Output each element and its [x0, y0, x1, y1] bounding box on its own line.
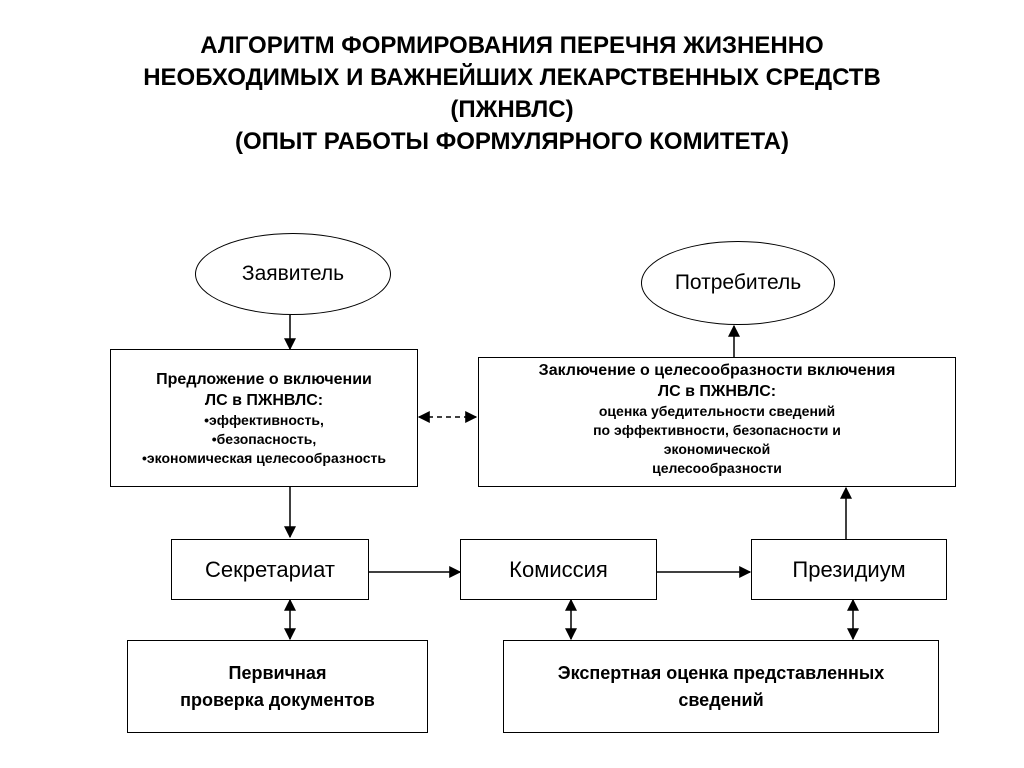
applicant-label: Заявитель — [241, 262, 345, 285]
consumer-node: Потребитель — [641, 241, 835, 325]
conclusion-line-3: оценка убедительности сведений — [598, 403, 836, 419]
expert-review-line-2: сведений — [678, 689, 764, 710]
conclusion-line-5: экономической — [663, 441, 771, 457]
primary-check-box: Первичная проверка документов — [127, 640, 428, 733]
proposal-line-2: ЛС в ПЖНВЛС: — [204, 391, 324, 409]
consumer-label: Потребитель — [674, 271, 802, 294]
conclusion-line-2: ЛС в ПЖНВЛС: — [657, 383, 777, 400]
secretariat-box: Секретариат — [171, 539, 369, 600]
presidium-label: Президиум — [792, 556, 906, 582]
proposal-line-4: •безопасность, — [211, 430, 317, 447]
conclusion-line-1: Заключение о целесообразности включения — [538, 362, 896, 379]
expert-review-line-1: Экспертная оценка представленных — [557, 662, 885, 683]
primary-check-line-2: проверка документов — [180, 689, 375, 710]
expert-review-box: Экспертная оценка представленных сведени… — [503, 640, 939, 733]
presidium-box: Президиум — [751, 539, 947, 600]
proposal-line-3: •эффективность, — [204, 411, 324, 428]
conclusion-line-4: по эффективности, безопасности и — [593, 422, 841, 438]
commission-box: Комиссия — [460, 539, 657, 600]
proposal-box: Предложение о включении ЛС в ПЖНВЛС: •эф… — [110, 349, 418, 487]
applicant-node: Заявитель — [195, 233, 391, 315]
title-line-3: (ПЖНВЛС) — [450, 96, 574, 123]
commission-label: Комиссия — [509, 556, 608, 582]
secretariat-label: Секретариат — [205, 556, 335, 582]
primary-check-line-1: Первичная — [228, 662, 327, 683]
conclusion-box: Заключение о целесообразности включения … — [478, 357, 956, 487]
title-line-4: (ОПЫТ РАБОТЫ ФОРМУЛЯРНОГО КОМИТЕТА) — [235, 128, 789, 155]
title-line-2: НЕОБХОДИМЫХ И ВАЖНЕЙШИХ ЛЕКАРСТВЕННЫХ СР… — [143, 64, 881, 91]
proposal-line-1: Предложение о включении — [156, 370, 372, 388]
conclusion-line-6: целесообразности — [652, 460, 782, 476]
diagram-title: АЛГОРИТМ ФОРМИРОВАНИЯ ПЕРЕЧНЯ ЖИЗНЕННО Н… — [40, 30, 984, 158]
title-line-1: АЛГОРИТМ ФОРМИРОВАНИЯ ПЕРЕЧНЯ ЖИЗНЕННО — [200, 32, 824, 59]
proposal-line-5: •экономическая целесообразность — [142, 449, 386, 466]
